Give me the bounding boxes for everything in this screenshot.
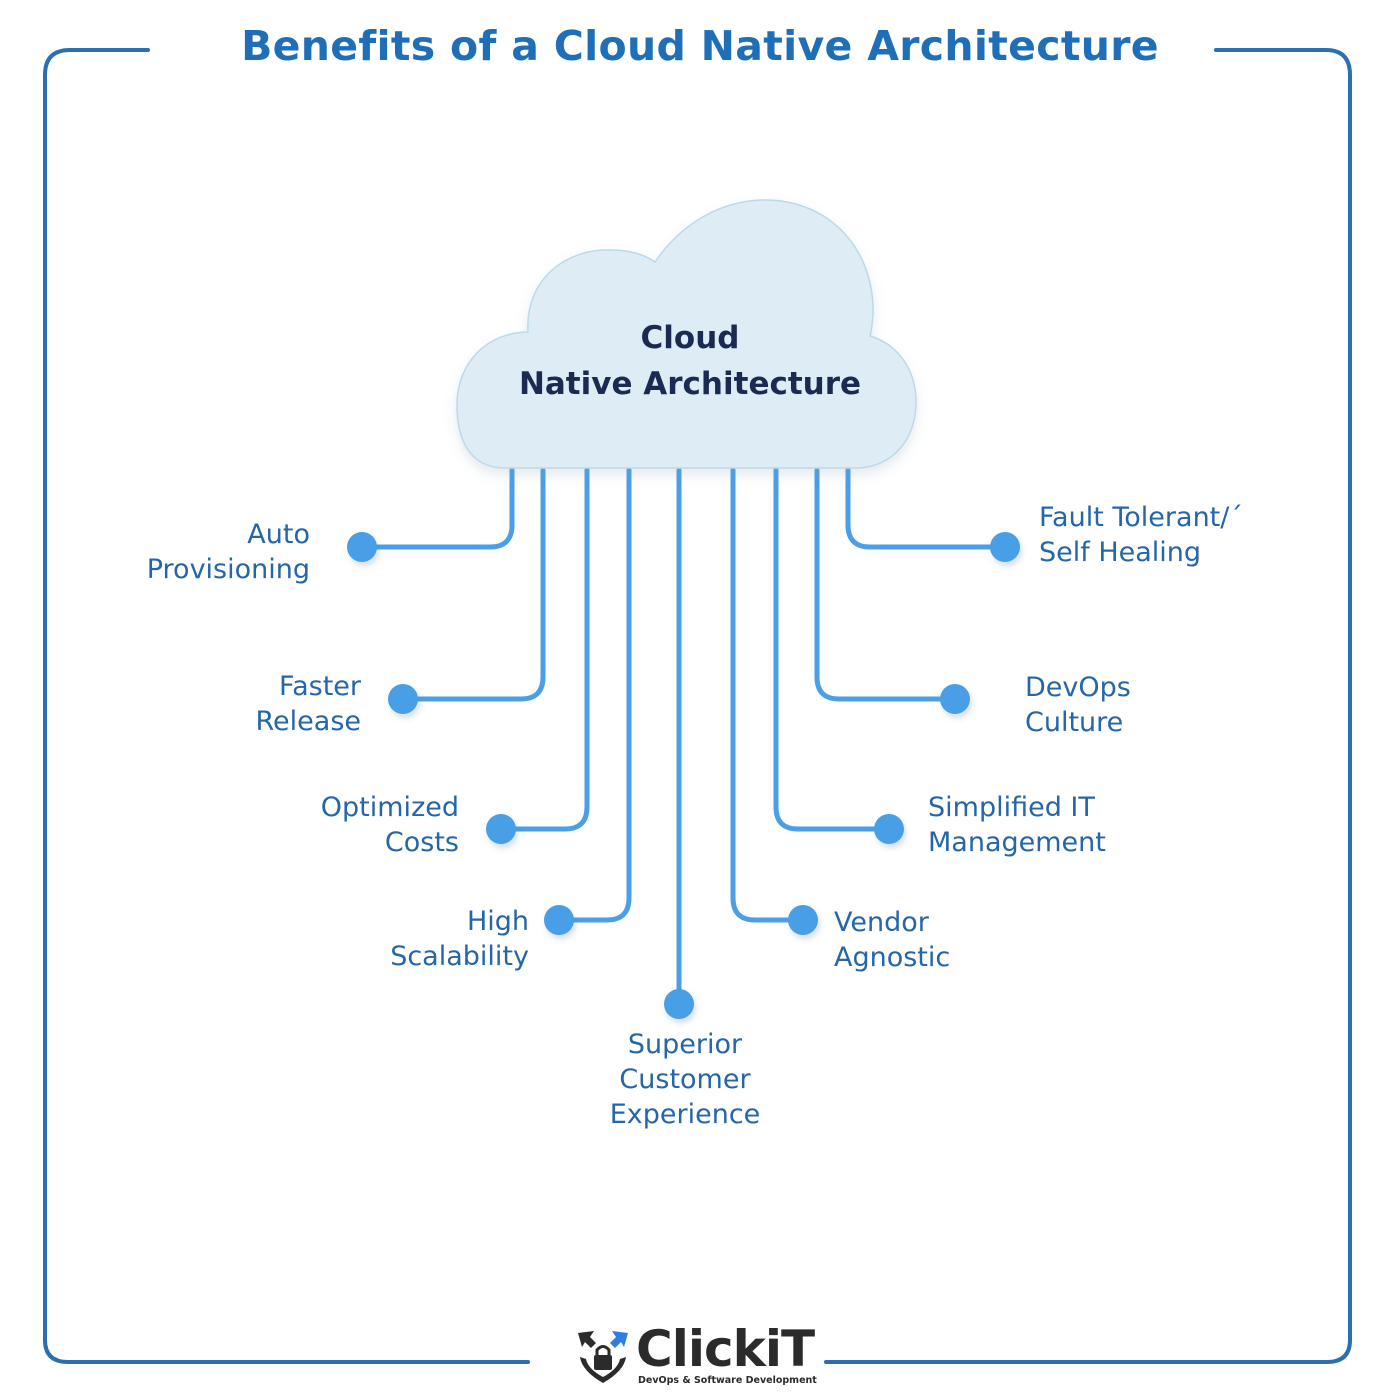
benefit-label-line: Self Healing bbox=[1039, 535, 1243, 570]
logo-tagline: DevOps & Software Development bbox=[638, 1375, 817, 1386]
benefit-label-line: Provisioning bbox=[147, 552, 310, 587]
logo-brand-prefix: Clic bbox=[636, 1320, 733, 1378]
benefit-label-line: Vendor bbox=[834, 905, 950, 940]
benefit-label-line: Optimized bbox=[321, 790, 459, 825]
benefit-devops-culture: DevOps Culture bbox=[1025, 670, 1131, 740]
dot-vendor-agnostic bbox=[788, 905, 818, 935]
benefit-label-line: Scalability bbox=[390, 939, 529, 974]
benefit-fault-tolerant-self-healing: Fault Tolerant/´ Self Healing bbox=[1039, 500, 1243, 570]
connector-auto-provisioning bbox=[362, 470, 512, 547]
benefit-label-line: Superior bbox=[560, 1027, 810, 1062]
benefit-label-line: Costs bbox=[321, 825, 459, 860]
dot-superior-customer-experience bbox=[664, 989, 694, 1019]
logo-brand-suffix: iT bbox=[765, 1320, 814, 1378]
logo-brand-k: k bbox=[733, 1320, 765, 1378]
connector-high-scalability bbox=[559, 470, 629, 920]
benefit-simplified-it-management: Simplified IT Management bbox=[928, 790, 1106, 860]
benefit-label-line: DevOps bbox=[1025, 670, 1131, 705]
shield-lock-icon bbox=[574, 1327, 632, 1387]
benefit-auto-provisioning: Auto Provisioning bbox=[147, 517, 310, 587]
benefit-label-line: High bbox=[390, 904, 529, 939]
connector-faster-release bbox=[403, 470, 543, 699]
benefit-faster-release: Faster Release bbox=[256, 669, 362, 739]
benefit-label-line: Fault Tolerant/´ bbox=[1039, 500, 1243, 535]
clickit-logo: ClickiT DevOps & Software Development bbox=[574, 1325, 804, 1389]
benefit-label-line: Culture bbox=[1025, 705, 1131, 740]
dot-devops-culture bbox=[940, 684, 970, 714]
benefit-label-line: Agnostic bbox=[834, 940, 950, 975]
dot-optimized-costs bbox=[486, 814, 516, 844]
benefit-optimized-costs: Optimized Costs bbox=[321, 790, 459, 860]
connector-devops-culture bbox=[817, 470, 955, 699]
benefit-label-line: Simplified IT bbox=[928, 790, 1106, 825]
benefit-superior-customer-experience: Superior Customer Experience bbox=[560, 1027, 810, 1132]
dot-auto-provisioning bbox=[347, 532, 377, 562]
benefit-vendor-agnostic: Vendor Agnostic bbox=[834, 905, 950, 975]
benefit-label-line: Auto bbox=[147, 517, 310, 552]
benefit-label-line: Management bbox=[928, 825, 1106, 860]
dot-simplified-it-management bbox=[874, 814, 904, 844]
dot-faster-release bbox=[388, 684, 418, 714]
connector-simplified-it-management bbox=[776, 470, 889, 829]
dot-high-scalability bbox=[544, 905, 574, 935]
page-title: Benefits of a Cloud Native Architecture bbox=[0, 22, 1400, 70]
benefit-label-line: Release bbox=[256, 704, 362, 739]
dot-fault-tolerant-self-healing bbox=[990, 532, 1020, 562]
cloud-title-line1: Cloud bbox=[440, 315, 940, 361]
benefit-high-scalability: High Scalability bbox=[390, 904, 529, 974]
benefit-label-line: Customer bbox=[560, 1062, 810, 1097]
benefit-label-line: Experience bbox=[560, 1097, 810, 1132]
logo-wordmark: ClickiT bbox=[636, 1319, 814, 1379]
connector-vendor-agnostic bbox=[733, 470, 803, 920]
connector-fault-tolerant-self-healing bbox=[848, 470, 1005, 547]
cloud-title-line2: Native Architecture bbox=[440, 361, 940, 407]
benefit-label-line: Faster bbox=[256, 669, 362, 704]
